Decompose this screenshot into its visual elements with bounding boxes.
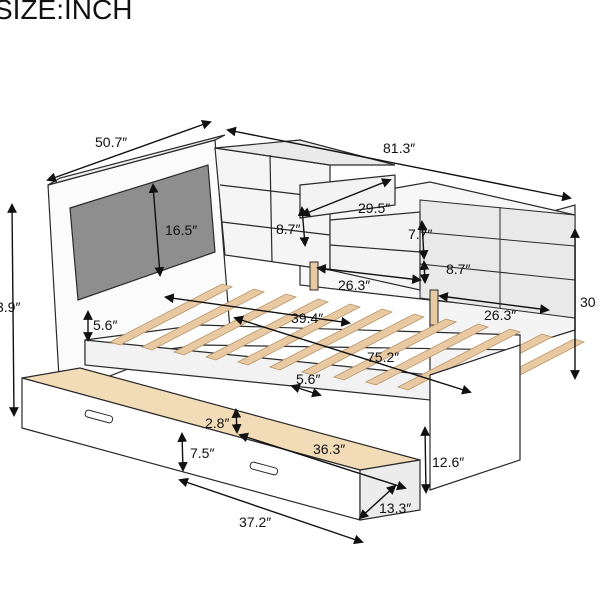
dim-line-shelf-width-right [438,292,550,314]
label-overall-height-right: 30 [580,294,596,310]
dim-line-drawer-length [178,477,364,545]
label-rail-height: 5.6″ [93,317,117,333]
label-shelf-height-lower: 8.7″ [446,261,470,277]
dim-line-drawer-inner [238,432,407,491]
dim-line-slat-gap [290,383,322,398]
label-overall-height-left: 3.9″ [0,299,20,315]
label-drawer-inner: 36.3″ [313,441,345,457]
label-overall-depth: 50.7″ [95,134,127,150]
label-drawer-height: 7.5″ [190,445,214,461]
label-drawer-depth: 13.3″ [379,500,411,516]
dim-line-shelf-height-lower [419,260,430,284]
dim-line-inner-length [233,315,472,395]
dim-line-length [226,126,572,202]
dim-line-drawer-wall [231,408,242,434]
dim-line-trundle-height [420,426,431,494]
label-trundle-height: 12.6″ [432,454,464,470]
label-drawer-wall: 2.8″ [205,415,229,431]
label-overall-length: 81.3″ [383,140,415,156]
label-drawer-length: 37.2″ [239,514,271,530]
dim-line-shelf-height-left [297,206,310,247]
dim-line-drawer-depth [358,484,397,520]
size-unit-title: SIZE:INCH [0,0,132,25]
label-inner-length: 75.2″ [367,349,399,365]
label-inner-width: 39.4″ [291,310,323,326]
dim-line-cushion [148,183,165,277]
label-shelf-height-left: 8.7″ [276,221,300,237]
support-leg-right [429,289,439,326]
support-leg-left [309,261,319,291]
right-shelf-unit [419,199,576,319]
dim-line-shelf-width-mid [316,264,422,284]
dimension-labels: 50.7″ 81.3″ 3.9″ 30 16.5″ 29.5″ 8.7″ 7.7… [0,134,596,530]
label-shelf-width-right: 26.3″ [484,307,516,323]
dim-line-shelf-height-upper [417,220,429,260]
dimension-lines [7,120,580,545]
dim-line-depth [46,120,212,182]
dim-line-height-left [7,203,19,417]
drawer-handle-left [84,409,114,424]
dim-line-shelf-depth [300,178,392,217]
dim-line-drawer-height [177,432,188,472]
label-shelf-depth: 29.5″ [358,200,390,216]
label-cushion-height: 16.5″ [165,222,197,238]
label-shelf-width-mid: 26.3″ [338,277,370,293]
label-shelf-height-upper: 7.7″ [408,226,432,242]
label-slat-gap: 5.6″ [296,371,320,387]
